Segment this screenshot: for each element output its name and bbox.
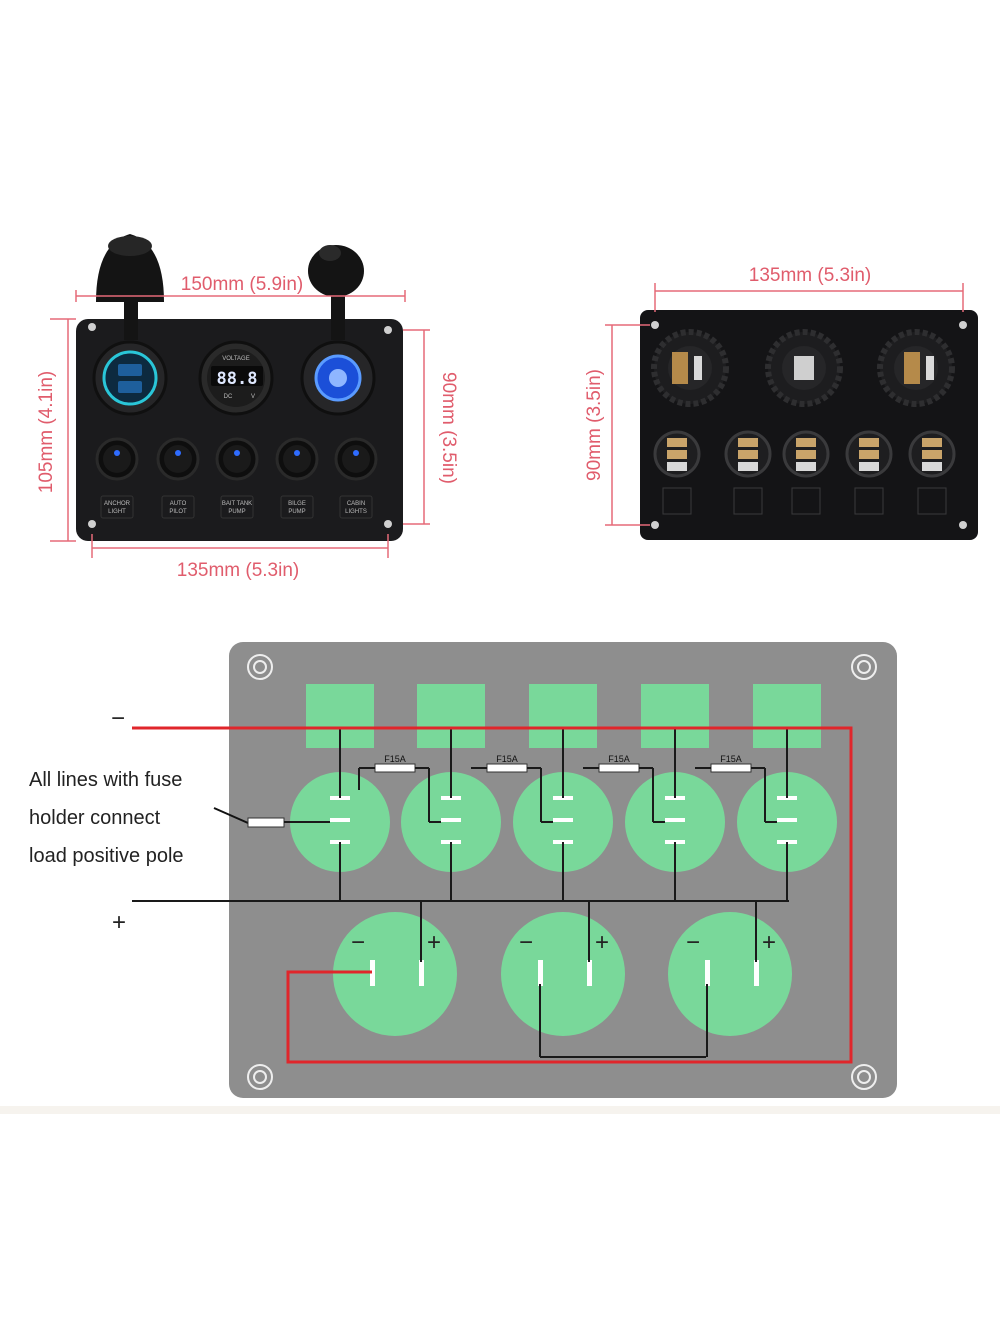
back-switch-housing	[724, 430, 772, 515]
bottom-band	[0, 1106, 1000, 1114]
mount-hole-top-left	[247, 654, 273, 680]
front-height-left: 105mm (4.1in)	[36, 371, 57, 494]
socket-positive-terminal	[419, 960, 424, 986]
rocker-switch: AUTO PILOT	[156, 437, 200, 519]
fuse-holder: F15A	[471, 754, 553, 823]
voltmeter: VOLTAGE 88.8 DC V	[198, 340, 274, 416]
back-socket-right	[877, 329, 955, 407]
front-height-right: 90mm (3.5in)	[438, 372, 459, 484]
back-width-top: 135mm (5.3in)	[749, 265, 872, 286]
front-dimensions: 150mm (5.9in) 105mm (4.1in) 90mm (3.5in)…	[36, 274, 459, 581]
fuse-label: F15A	[608, 754, 630, 764]
positive-terminal-label: +	[112, 909, 126, 936]
switch-label-line-2: PUMP	[288, 509, 305, 515]
fuse-holder: F15A	[695, 754, 777, 823]
socket-minus-sign: −	[519, 929, 533, 956]
power-socket-cap	[308, 245, 364, 340]
socket-units: −+−+−+	[333, 901, 792, 1057]
switch-led	[114, 450, 120, 456]
switch-unit	[513, 684, 613, 901]
back-panel-photo	[640, 310, 978, 540]
socket-circle	[501, 912, 625, 1036]
switch-label-line-2: LIGHTS	[345, 509, 367, 515]
socket-negative-terminal	[538, 960, 543, 986]
voltmeter-dc: DC	[224, 394, 233, 400]
socket-plus-sign: +	[427, 929, 441, 956]
socket-circle	[668, 912, 792, 1036]
switch-label-line-1: ANCHOR	[104, 501, 131, 507]
switch-unit	[290, 684, 390, 901]
negative-terminal-label: −	[111, 705, 125, 732]
back-switch-housing	[845, 430, 893, 515]
switch-label-line-1: BILGE	[288, 501, 306, 507]
fuse-holders: F15A F15A F15A F15A	[358, 754, 777, 823]
fuse-label: F15A	[720, 754, 742, 764]
fuse-holder: F15A	[359, 754, 441, 823]
socket-plus-sign: +	[595, 929, 609, 956]
socket-positive-terminal	[587, 960, 592, 986]
switch-label-line-2: LIGHT	[108, 509, 126, 515]
back-switch-housing	[782, 430, 830, 515]
back-switch-housing	[653, 430, 701, 515]
switch-led	[175, 450, 181, 456]
switch-unit	[625, 684, 725, 901]
rocker-switch: BAIT TANK PUMP	[215, 437, 259, 519]
back-socket-left	[651, 329, 729, 407]
socket-positive-terminal	[754, 960, 759, 986]
usb-socket	[92, 340, 168, 416]
voltmeter-reading: 88.8	[217, 369, 258, 389]
switch-label-line-2: PILOT	[169, 509, 187, 515]
switch-label-line-1: BAIT TANK	[222, 501, 252, 507]
mount-hole-bottom-left	[247, 1064, 273, 1090]
rocker-switch: ANCHOR LIGHT	[95, 437, 139, 519]
rocker-switch: BILGE PUMP	[275, 437, 319, 519]
switch-label-line-2: PUMP	[228, 509, 245, 515]
switch-led	[294, 450, 300, 456]
switch-unit	[401, 684, 501, 901]
switch-led	[234, 450, 240, 456]
switch-units: F15A F15A F15A F15A	[290, 684, 837, 901]
switch-label-line-1: CABIN	[347, 501, 365, 507]
usb-cap	[96, 234, 164, 340]
fuse-holder: F15A	[583, 754, 665, 823]
socket-unit: −+	[501, 901, 625, 1057]
front-width-bottom: 135mm (5.3in)	[177, 560, 300, 581]
front-width-top: 150mm (5.9in)	[181, 274, 304, 295]
front-panel-photo: VOLTAGE 88.8 DC V ANCHOR LIGHT AUTO PILOT BA…	[76, 234, 403, 541]
note-pointer	[213, 807, 249, 824]
switch-led	[353, 450, 359, 456]
back-switch-row	[653, 430, 956, 515]
socket-minus-sign: −	[351, 929, 365, 956]
back-switch-housing	[908, 430, 956, 515]
switch-label-line-1: AUTO	[170, 501, 187, 507]
switch-unit	[737, 684, 837, 901]
fuse-label: F15A	[384, 754, 406, 764]
back-socket-middle	[765, 329, 843, 407]
mount-hole-top-right	[851, 654, 877, 680]
note-line-3: load positive pole	[29, 845, 184, 867]
voltmeter-label: VOLTAGE	[222, 356, 249, 362]
back-height-left: 90mm (3.5in)	[584, 369, 605, 481]
mount-hole-bottom-right	[851, 1064, 877, 1090]
fuse-holder-inline	[247, 817, 285, 828]
socket-unit: −+	[668, 901, 792, 1057]
socket-plus-sign: +	[762, 929, 776, 956]
negative-red-wire	[132, 726, 853, 1064]
socket-unit: −+	[333, 901, 457, 1036]
socket-negative-terminal	[705, 960, 710, 986]
power-socket	[300, 340, 376, 416]
socket-negative-terminal	[370, 960, 375, 986]
rocker-switch: CABIN LIGHTS	[334, 437, 378, 519]
fuse-label: F15A	[496, 754, 518, 764]
rocker-switch-row: ANCHOR LIGHT AUTO PILOT BAIT TANK PUMP BILGE PU…	[95, 437, 378, 519]
note-line-1: All lines with fuse	[29, 769, 182, 791]
back-dimensions: 135mm (5.3in) 90mm (3.5in)	[584, 265, 964, 526]
note-line-2: holder connect	[29, 807, 161, 829]
voltmeter-v: V	[251, 394, 255, 400]
socket-minus-sign: −	[686, 929, 700, 956]
socket-circle	[333, 912, 457, 1036]
